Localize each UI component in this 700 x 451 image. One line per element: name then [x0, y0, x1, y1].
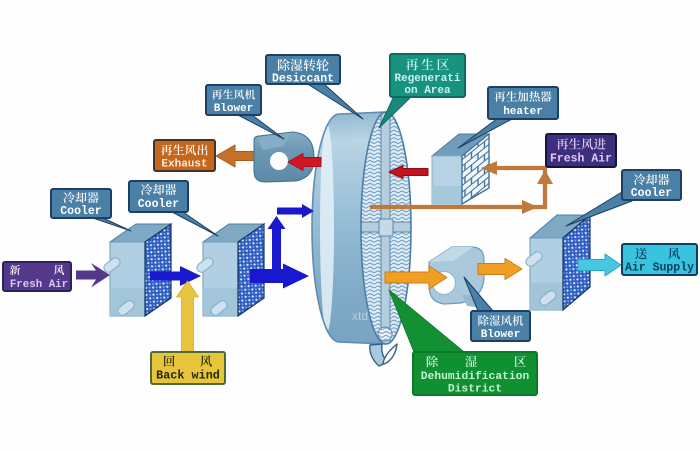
- svg-text:on Area: on Area: [404, 85, 451, 97]
- svg-text:Fresh Air: Fresh Air: [10, 279, 68, 291]
- svg-text:Cooler: Cooler: [138, 198, 180, 211]
- svg-text:Exhaust: Exhaust: [161, 159, 207, 171]
- svg-text:Back wind: Back wind: [156, 369, 220, 383]
- svg-text:Blower: Blower: [481, 329, 521, 341]
- svg-text:District: District: [448, 384, 502, 396]
- svg-text:heater: heater: [503, 106, 543, 118]
- svg-text:Regenerati: Regenerati: [394, 73, 460, 85]
- svg-text:Blower: Blower: [214, 103, 254, 115]
- svg-text:Cooler: Cooler: [631, 187, 673, 200]
- svg-text:Desiccant: Desiccant: [272, 73, 334, 86]
- svg-text:xtd: xtd: [352, 309, 368, 323]
- svg-text:Fresh Air: Fresh Air: [550, 153, 612, 166]
- svg-text:Cooler: Cooler: [60, 205, 102, 218]
- svg-text:Air Supply: Air Supply: [625, 262, 694, 275]
- svg-text:Dehumidification: Dehumidification: [421, 371, 530, 383]
